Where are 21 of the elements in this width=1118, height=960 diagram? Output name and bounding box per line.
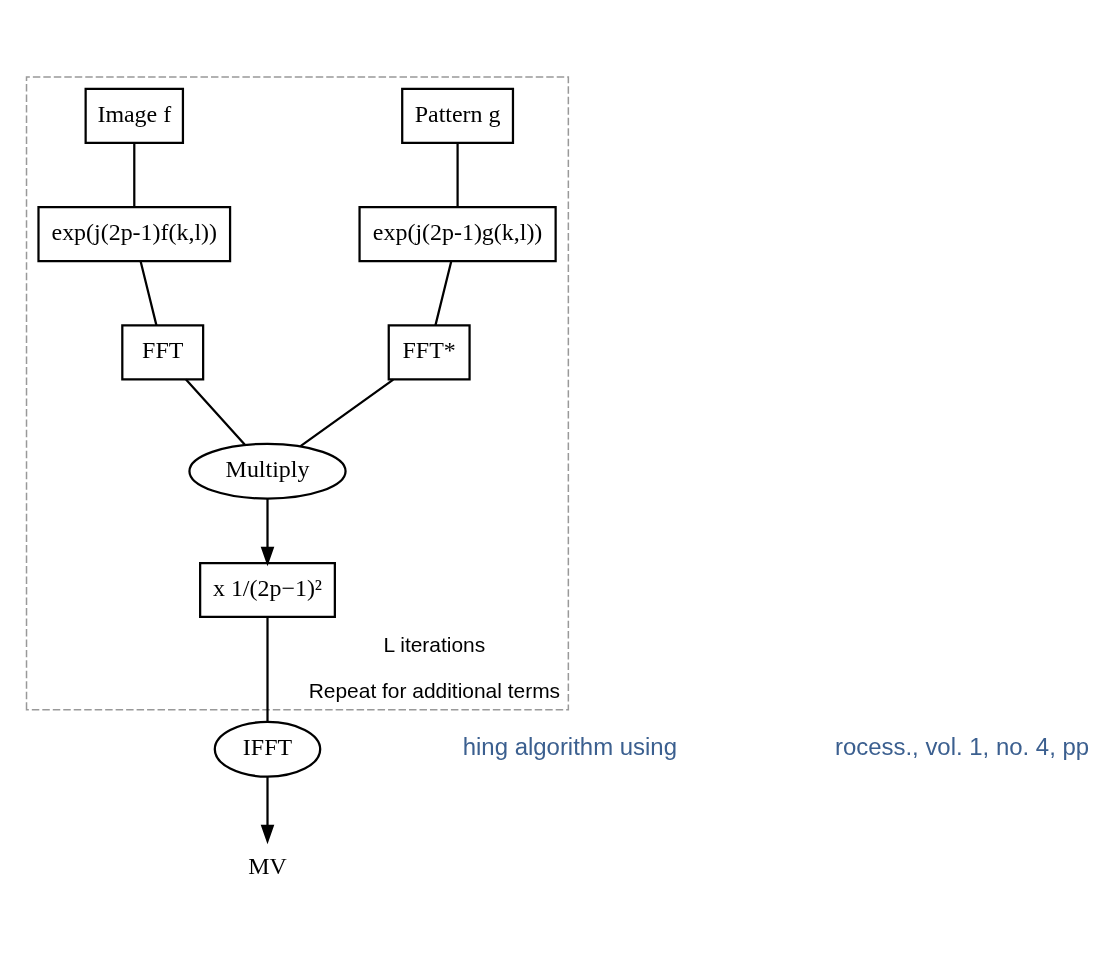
connector bbox=[139, 260, 158, 326]
node-ellipse: IFFT bbox=[213, 720, 322, 778]
node-box: Pattern g bbox=[401, 87, 515, 144]
connector bbox=[299, 378, 394, 447]
node-box: FFT* bbox=[387, 324, 471, 381]
connector bbox=[434, 260, 453, 326]
node-box: x 1/(2p−1)² bbox=[199, 561, 336, 619]
node-box: FFT bbox=[121, 324, 205, 381]
connector bbox=[185, 378, 246, 446]
connector bbox=[133, 142, 136, 208]
label: rocess., vol. 1, no. 4, pp bbox=[834, 732, 1090, 760]
connector bbox=[266, 617, 269, 722]
connector bbox=[456, 142, 459, 208]
node-text: MV bbox=[248, 852, 287, 879]
arrow bbox=[260, 499, 275, 567]
label: hing algorithm using bbox=[462, 732, 677, 760]
node-box: exp(j(2p-1)g(k,l)) bbox=[358, 206, 557, 263]
node-box: Image f bbox=[84, 87, 185, 144]
arrow bbox=[260, 777, 275, 845]
node-box: exp(j(2p-1)f(k,l)) bbox=[37, 206, 232, 263]
node-ellipse: Multiply bbox=[188, 442, 347, 500]
